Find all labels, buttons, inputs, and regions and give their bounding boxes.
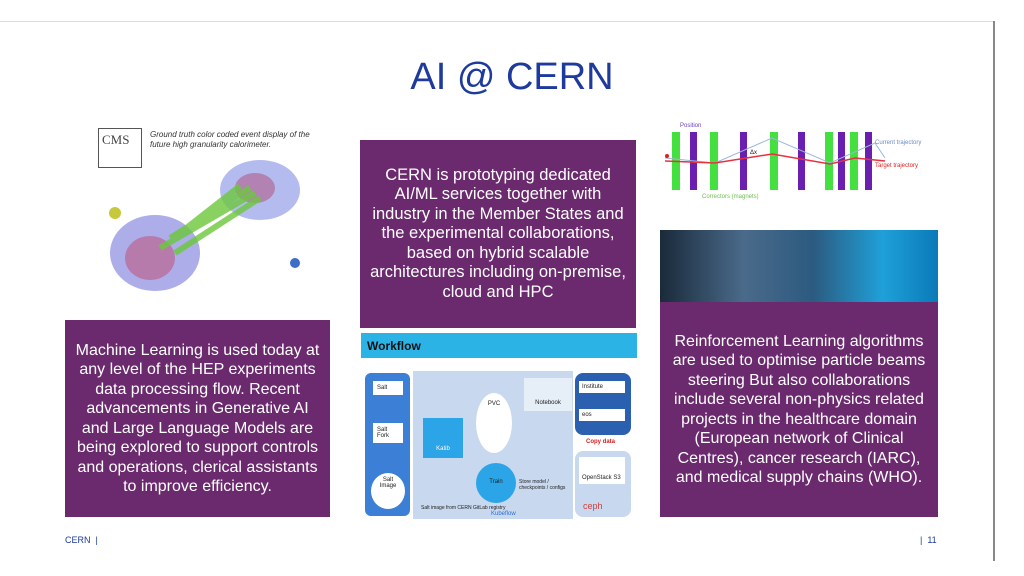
right-border (993, 21, 995, 561)
trajectory-diagram: Position Δx Current trajectory Target tr… (660, 118, 940, 208)
salt-fork-box: Salt Fork (373, 423, 403, 443)
prototyping-text: CERN is prototyping dedicated AI/ML serv… (370, 165, 626, 301)
footer-left: CERN | (65, 535, 98, 545)
registry-label: Salt image from CERN GitLab registry (421, 505, 506, 511)
slide-title: AI @ CERN (410, 56, 614, 98)
workflow-diagram: Workflow Salt Salt Fork Salt Image Katib… (361, 333, 637, 519)
train-box: Train (476, 463, 516, 503)
correctors-label: Correctors (magnets) (702, 194, 759, 200)
ml-text-box: Machine Learning is used today at any le… (65, 320, 330, 517)
trajectory-svg (664, 132, 886, 190)
delta-label: Δx (750, 150, 758, 156)
page-number: 11 (927, 535, 937, 545)
rl-text-box: Reinforcement Learning algorithms are us… (660, 302, 938, 517)
ceph-label: ceph (583, 501, 603, 511)
prototyping-text-box: CERN is prototyping dedicated AI/ML serv… (360, 140, 636, 328)
store-label: Store model / checkpoints / configs (519, 479, 566, 491)
s3-box: OpenStack S3 (579, 457, 625, 484)
katib-box: Katib (423, 418, 463, 458)
institute-box: Institute (579, 381, 625, 393)
salt-box: Salt (373, 381, 403, 395)
top-border (0, 21, 995, 22)
accelerator-photo (660, 230, 938, 302)
position-label: Position (680, 123, 702, 129)
rl-text: Reinforcement Learning algorithms are us… (672, 332, 926, 487)
copy-data-label: Copy data (586, 439, 616, 445)
cms-logo: CMS (98, 128, 142, 168)
kubeflow-label: Kubeflow (491, 511, 516, 517)
ml-text: Machine Learning is used today at any le… (75, 341, 320, 496)
salt-image-box: Salt Image (371, 473, 405, 509)
pvc-box: PVC (476, 393, 512, 453)
event-display-image (109, 160, 300, 291)
target-trajectory-label: Target trajectory (875, 163, 919, 169)
workflow-title: Workflow (361, 333, 637, 358)
current-trajectory-label: Current trajectory (875, 140, 922, 146)
footer-right: | 11 (920, 535, 937, 545)
notebook-box: Notebook (524, 378, 572, 411)
eos-box: eos (579, 409, 625, 421)
cms-event-display: CMS Ground truth color coded event displ… (90, 118, 315, 320)
cms-caption: Ground truth color coded event display o… (150, 130, 310, 149)
footer-org: CERN (65, 535, 91, 545)
